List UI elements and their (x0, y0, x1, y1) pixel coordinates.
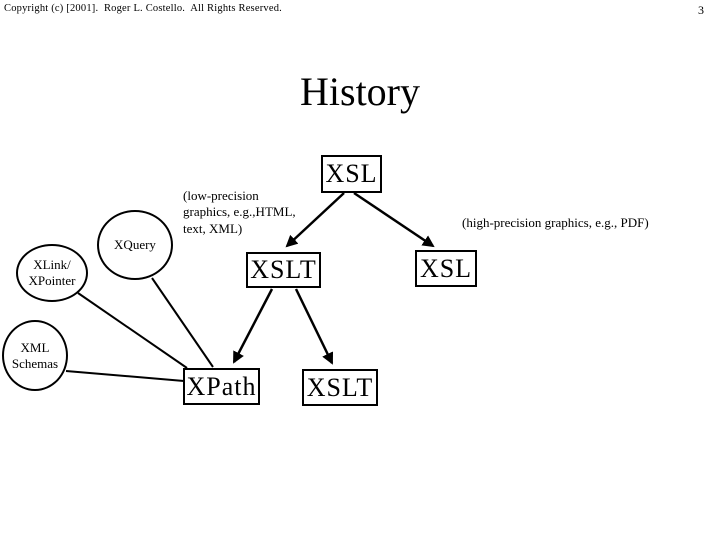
arrow-xslt-to-xpath (232, 288, 274, 364)
node-xslt-middle: XSLT (246, 252, 321, 288)
node-xpath: XPath (183, 368, 260, 405)
node-xml-schemas-label: XML Schemas (11, 339, 59, 371)
line-xlink-to-xpath (77, 292, 188, 369)
node-xquery-label: XQuery (114, 237, 156, 253)
node-xlink-xpointer-label: XLink/ XPointer (28, 257, 76, 288)
page-number: 3 (698, 3, 704, 17)
annotation-high-precision: (high-precision graphics, e.g., PDF) (462, 215, 649, 230)
node-xsl-top-label: XSL (325, 159, 378, 188)
line-schemas-to-xpath (65, 370, 185, 382)
annotation-low-precision: (low-precision graphics, e.g.,HTML, text… (183, 188, 296, 236)
slide-title: History (300, 69, 420, 114)
node-xsl-right: XSL (415, 250, 477, 287)
node-xsl-top: XSL (321, 155, 382, 193)
arrow-xsl-to-xsl-right (353, 191, 435, 248)
node-xslt-middle-label: XSLT (250, 255, 317, 284)
node-xslt-bottom: XSLT (302, 369, 378, 406)
node-xpath-label: XPath (186, 371, 257, 401)
copyright-text: Copyright (c) [2001]. Roger L. Costello.… (4, 3, 282, 14)
node-xquery: XQuery (97, 210, 173, 280)
line-xquery-to-xpath (151, 277, 214, 368)
node-xlink-xpointer: XLink/ XPointer (16, 244, 88, 302)
node-xml-schemas: XML Schemas (2, 320, 68, 391)
node-xsl-right-label: XSL (419, 253, 473, 283)
arrow-xslt-to-xslt-bottom (294, 288, 334, 365)
node-xslt-bottom-label: XSLT (306, 372, 374, 402)
